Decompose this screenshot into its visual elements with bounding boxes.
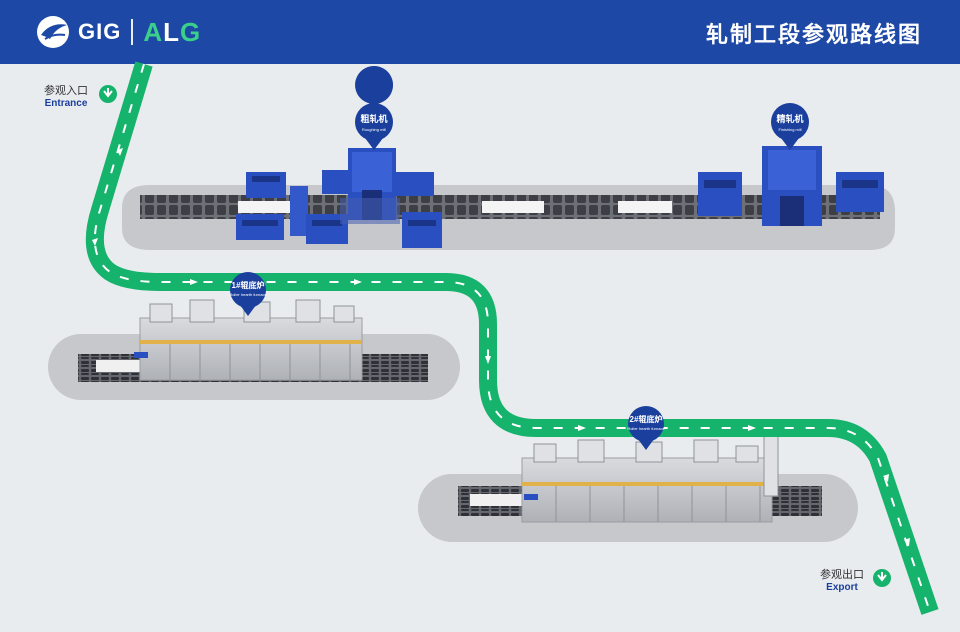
entrance-icon (99, 85, 117, 103)
pin-furnace-2-en: Roller hearth furnace (627, 426, 665, 431)
furnace-2 (418, 435, 858, 542)
brand-gig-text: GIG (78, 19, 122, 44)
exit-label-en: Export (826, 582, 858, 593)
pin-roughing-mill[interactable]: 粗轧机 Roughing mill (355, 66, 394, 150)
visit-route (85, 61, 939, 615)
pin-furnace-1-zh: 1#辊底炉 (232, 280, 265, 290)
entrance-label-en: Entrance (44, 98, 88, 109)
pin-furnace-2[interactable]: 2#辊底炉 Roller hearth furnace (627, 406, 665, 450)
gig-logo-icon (37, 16, 69, 48)
finishing-mill-machine (698, 146, 884, 226)
exit-icon (873, 569, 891, 587)
brand-alg-text: ALG (143, 16, 202, 47)
pin-furnace-1-en: Roller hearth furnace (229, 292, 267, 297)
pin-furnace-1[interactable]: 1#辊底炉 Roller hearth furnace (229, 272, 267, 316)
entrance-label: 参观入口 Entrance (44, 82, 88, 109)
entrance-label-zh: 参观入口 (44, 85, 88, 97)
pin-furnace-2-zh: 2#辊底炉 (630, 414, 663, 424)
pin-roughing-mill-en: Roughing mill (362, 127, 386, 132)
pin-finishing-mill-zh: 精轧机 (776, 113, 803, 124)
exit-label: 参观出口 Export (820, 566, 864, 593)
exit-label-zh: 参观出口 (820, 569, 864, 581)
furnace-1 (48, 299, 460, 400)
rolling-line (122, 146, 895, 250)
header-bar: GIG ALG 轧制工段参观路线图 (0, 0, 960, 64)
pin-finishing-mill-en: Finishing mill (778, 127, 801, 132)
brand-divider (131, 19, 134, 45)
pin-finishing-mill[interactable]: 精轧机 Finishing mill (771, 103, 809, 150)
roughing-mill-machine (236, 148, 442, 248)
pin-roughing-mill-zh: 粗轧机 (360, 113, 387, 124)
page-title: 轧制工段参观路线图 (705, 22, 922, 47)
brand-logo: GIG ALG (36, 14, 201, 50)
